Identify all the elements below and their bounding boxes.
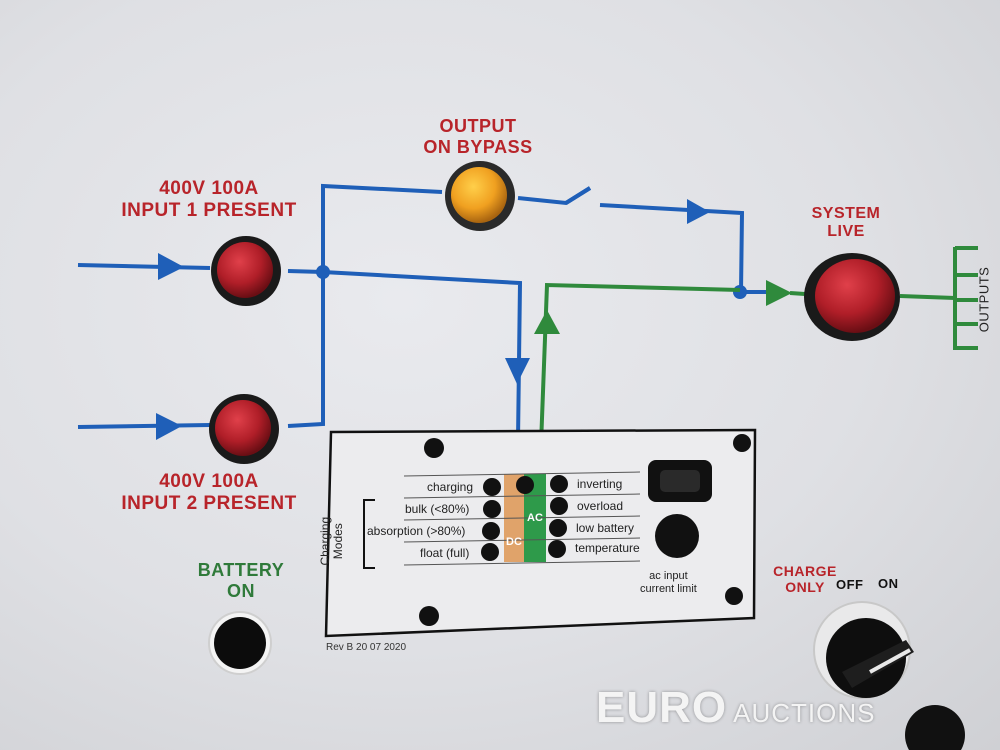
flow-arrows-green (534, 280, 792, 334)
battery-on-label: BATTERY ON (197, 560, 285, 601)
status-low-battery: low battery (576, 521, 635, 535)
input-1-lamp (211, 236, 281, 306)
revision-label: Rev B 20 07 2020 (326, 642, 407, 653)
charge-only-label: CHARGE ONLY (773, 563, 837, 596)
bypass-label: OUTPUT ON BYPASS (423, 116, 533, 157)
outputs-label: OUTPUTS (976, 266, 992, 333)
input-2-label: 400V 100A INPUT 2 PRESENT (121, 471, 297, 514)
battery-on-lamp (208, 611, 272, 675)
charger-panel (324, 186, 757, 638)
charging-modes-title: Charging Modes (318, 516, 346, 566)
charge-only-key-switch[interactable] (813, 601, 965, 750)
off-label: OFF (836, 577, 864, 592)
system-live-label: SYSTEM LIVE (811, 205, 881, 241)
mode-charging: charging (427, 480, 474, 494)
system-live-lamp (804, 253, 900, 341)
flow-arrows-blue (156, 199, 710, 440)
on-label: ON (878, 576, 899, 591)
status-temperature: temperature (575, 541, 640, 555)
ac-input-current-limit-label: ac input current limit (640, 570, 697, 595)
ac-label: AC (527, 512, 543, 524)
green-lines (539, 246, 978, 446)
input-1-label: 400V 100A INPUT 1 PRESENT (121, 178, 297, 221)
blue-bus-lines (77, 183, 770, 441)
status-inverting: inverting (577, 477, 623, 491)
mode-absorption: absorption (>80%) (367, 524, 466, 538)
dc-label: DC (506, 536, 522, 548)
watermark-suffix: AUCTIONS (733, 698, 876, 728)
mode-bulk: bulk (<80%) (405, 502, 470, 516)
bypass-lamp (445, 161, 515, 231)
status-overload: overload (577, 499, 624, 513)
input-2-lamp (209, 394, 279, 464)
junction-dots (316, 265, 747, 299)
watermark-brand: EURO (596, 683, 728, 732)
mode-float: float (full) (420, 546, 470, 560)
